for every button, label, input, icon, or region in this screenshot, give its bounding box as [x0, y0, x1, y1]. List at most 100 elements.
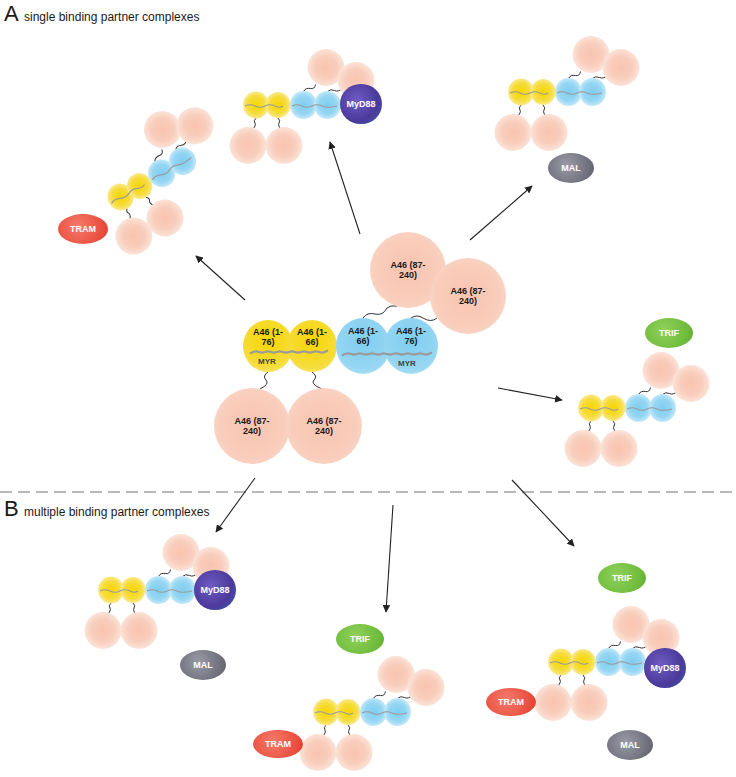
node-text: MyD88	[200, 585, 229, 595]
partner-oval: MyD88	[194, 570, 235, 610]
domain-circle: A46 (87-240)	[286, 388, 362, 464]
linker-wire	[609, 642, 621, 649]
mini-complex	[565, 352, 710, 467]
myristoyl-chain	[111, 183, 145, 204]
linker-wire	[363, 306, 397, 318]
node-text: MAL	[561, 163, 581, 173]
arrow	[196, 256, 245, 300]
linker-wire	[304, 85, 316, 92]
linker-wires	[260, 306, 437, 389]
myristoyl-chain	[510, 92, 548, 95]
arrow	[498, 388, 562, 400]
mini-complex	[85, 534, 230, 649]
divider-line	[0, 491, 736, 492]
panel-title: multiple binding partner complexes	[24, 505, 209, 519]
node-text: MyD88	[346, 99, 375, 109]
arrow	[470, 186, 532, 240]
arrow	[216, 478, 255, 532]
myristoyl-chain	[580, 408, 618, 411]
node-text: MyD88	[650, 663, 679, 673]
mini-complex	[230, 49, 375, 164]
node-text: TRAM	[70, 224, 96, 234]
domain-circle	[85, 612, 122, 649]
partner-oval: TRAM	[253, 730, 303, 758]
myristoyl-chain	[550, 662, 588, 665]
domain-circle	[408, 669, 445, 706]
myristoyl-chain	[245, 105, 283, 108]
dimer-lobe: A46 (1-66)	[287, 320, 337, 372]
partner-oval: MAL	[180, 650, 226, 680]
linker-wire	[312, 372, 322, 389]
domain-circle	[601, 430, 638, 467]
arrows	[196, 142, 574, 612]
domain-circle: A46 (87-240)	[214, 388, 290, 464]
myristoyl-chain	[627, 408, 672, 411]
myr-label: MYR	[258, 357, 276, 366]
mini-complex	[495, 36, 640, 151]
node-text: MAL	[620, 740, 640, 750]
arrow	[330, 142, 360, 234]
mini-complex	[535, 606, 680, 721]
node-text: A46 (87-240)	[298, 416, 350, 436]
panel-letter: A	[4, 2, 19, 26]
satellite-complexes	[70, 36, 710, 771]
myristoyl-chain	[147, 590, 192, 593]
node-text: MAL	[193, 660, 213, 670]
node-text: A46 (87-240)	[226, 416, 278, 436]
partner-oval: TRIF	[336, 624, 384, 654]
myr-label: MYR	[398, 359, 416, 368]
linker-wire	[374, 692, 386, 699]
dimer-lobe: A46 (1-66)	[336, 318, 390, 374]
node-text: A46 (87-240)	[442, 286, 494, 306]
partner-oval: TRAM	[486, 688, 536, 716]
domain-circle	[336, 734, 373, 771]
domain-circle	[266, 127, 303, 164]
domain-circle	[140, 193, 191, 244]
partner-oval: TRAM	[58, 214, 108, 244]
panel-title: single binding partner complexes	[24, 10, 199, 24]
myristoyl-chain	[152, 156, 192, 181]
domain-circle	[673, 365, 710, 402]
domain-circle	[300, 734, 337, 771]
partner-oval: MAL	[548, 153, 594, 183]
domain-circle	[535, 684, 572, 721]
node-text: TRAM	[498, 697, 524, 707]
myristoyl-chain	[362, 712, 407, 715]
panel-letter: B	[4, 497, 19, 521]
node-text: TRIF	[659, 328, 679, 338]
linker-wire	[569, 72, 581, 79]
myristoyl-chain	[315, 712, 353, 715]
node-text: A46 (1-76)	[248, 327, 288, 347]
myristoyl-chain	[597, 662, 642, 665]
domain-circle	[531, 114, 568, 151]
partner-oval: MAL	[607, 730, 653, 760]
node-text: A46 (1-76)	[391, 326, 431, 346]
domain-circle	[565, 430, 602, 467]
domain-circle	[170, 101, 221, 152]
myristoyl-chain	[342, 352, 432, 355]
domain-circle	[571, 684, 608, 721]
linker-wire	[260, 372, 268, 389]
domain-circle	[121, 612, 158, 649]
node-text: A46 (87-240)	[382, 260, 434, 280]
partner-oval: MyD88	[340, 84, 381, 124]
node-text: A46 (1-66)	[292, 327, 332, 347]
domain-circle	[603, 49, 640, 86]
node-text: TRAM	[265, 739, 291, 749]
myristoyl-chain	[250, 350, 328, 353]
partner-oval: MyD88	[644, 648, 685, 688]
arrow	[512, 480, 574, 546]
partner-oval: TRIF	[645, 318, 693, 348]
linker-wire	[159, 570, 171, 577]
myristoyl-chain	[557, 92, 602, 95]
domain-circle	[230, 127, 267, 164]
myristoyl-chain	[292, 105, 337, 108]
mini-complex	[300, 656, 445, 771]
linker-wire	[639, 388, 651, 395]
node-text: TRIF	[350, 634, 370, 644]
partner-oval: TRIF	[598, 563, 646, 593]
arrow	[386, 505, 393, 612]
domain-circle: A46 (87-240)	[430, 258, 506, 334]
dimer-lobe	[164, 142, 201, 180]
